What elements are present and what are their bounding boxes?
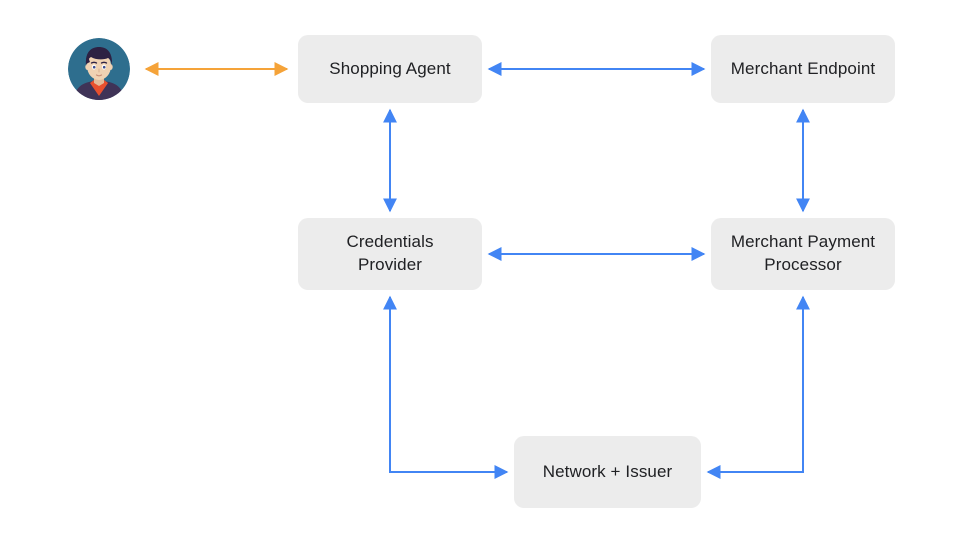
edge-credentials-provider-network-issuer[interactable] xyxy=(383,295,509,479)
node-network-issuer[interactable]: Network + Issuer xyxy=(514,436,701,508)
user-avatar-icon[interactable] xyxy=(68,38,130,100)
node-network-issuer-label: Network + Issuer xyxy=(542,461,673,481)
node-merchant-endpoint[interactable]: Merchant Endpoint xyxy=(711,35,895,103)
node-credentials-provider[interactable]: Credentials Provider xyxy=(298,218,482,290)
node-merchant-payment-processor[interactable]: Merchant Payment Processor xyxy=(711,218,895,290)
node-merchant-endpoint-label: Merchant Endpoint xyxy=(730,58,876,78)
node-merchant-payment-processor-label: Merchant Payment Processor xyxy=(730,232,876,274)
node-credentials-provider-label: Credentials Provider xyxy=(346,232,434,274)
edge-payment-processor-network-issuer[interactable] xyxy=(706,295,810,479)
node-shopping-agent[interactable]: Shopping Agent xyxy=(298,35,482,103)
node-shopping-agent-label: Shopping Agent xyxy=(329,58,451,78)
